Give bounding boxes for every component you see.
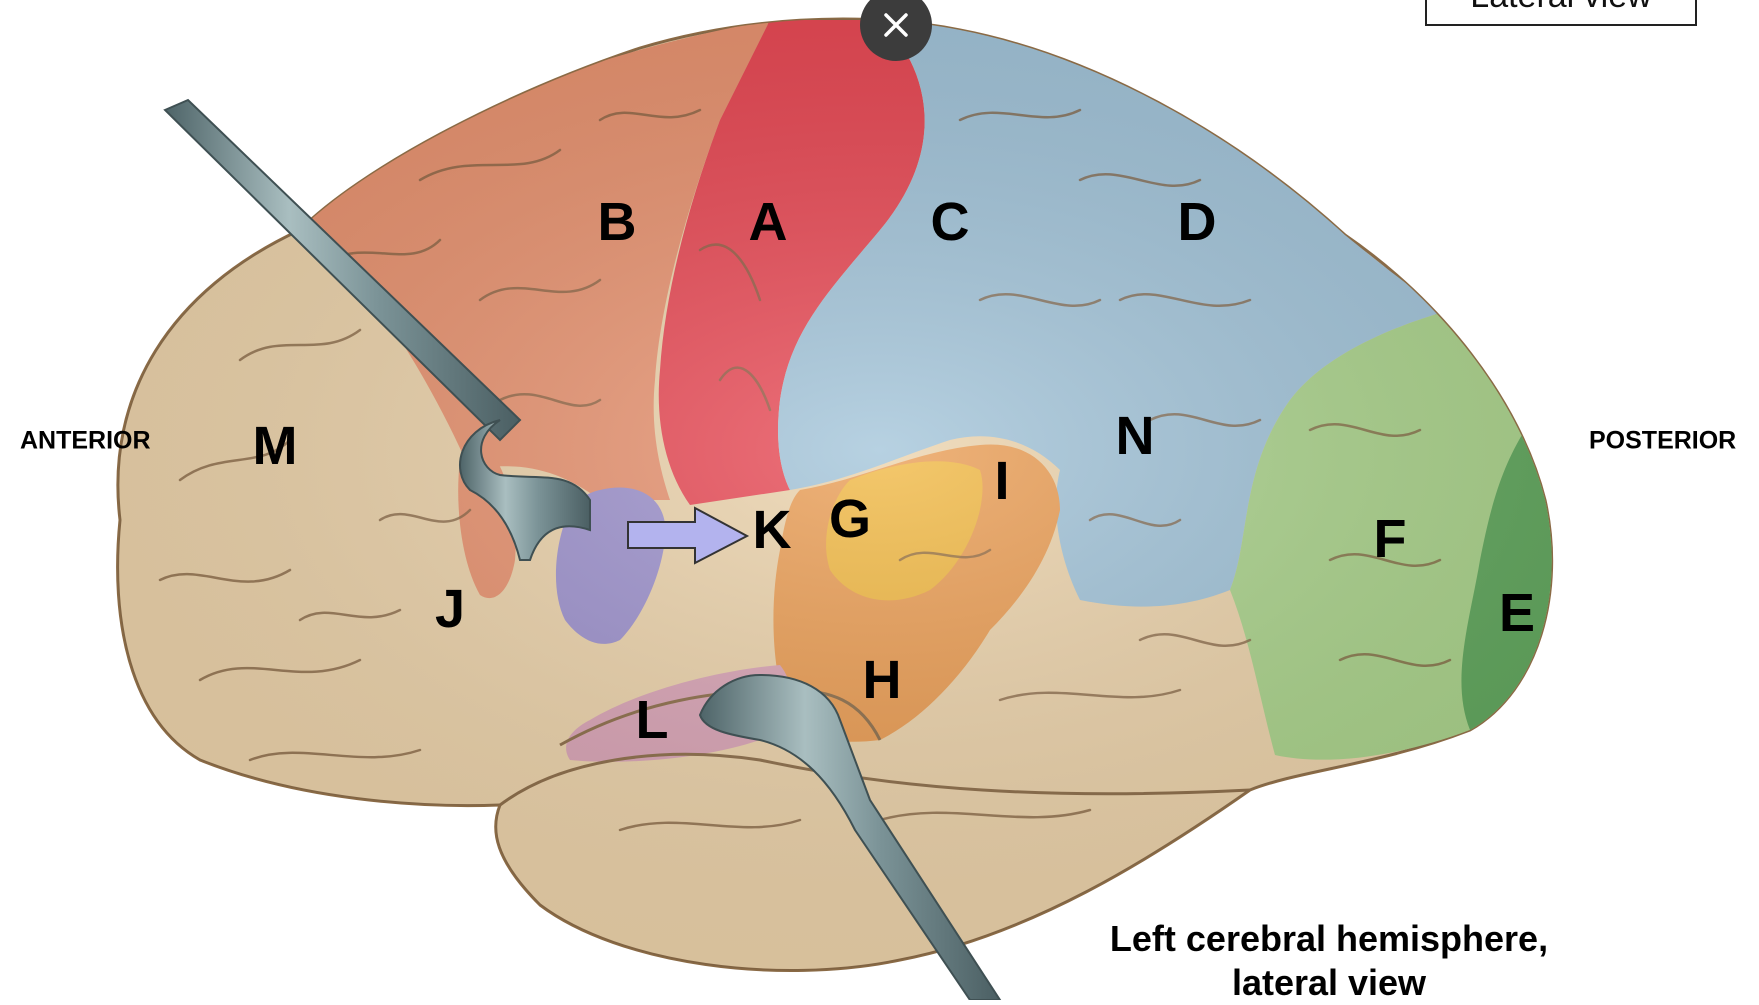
direction-posterior: POSTERIOR (1589, 426, 1737, 455)
lower-retractor (698, 673, 1002, 1001)
caption-line-2: lateral view (1231, 961, 1427, 1003)
view-label-box: Lateral view (1425, 0, 1697, 26)
label-a: A (748, 192, 788, 252)
close-button[interactable] (860, 0, 932, 61)
label-n: N (1115, 406, 1155, 466)
label-k: K (752, 500, 792, 560)
close-icon (884, 13, 908, 37)
label-b: B (597, 192, 637, 252)
label-h: H (862, 650, 902, 710)
label-m: M (252, 416, 298, 476)
label-e: E (1498, 583, 1536, 643)
caption-line-1: Left cerebral hemisphere, (1109, 918, 1549, 959)
arrow-to-k (627, 506, 750, 565)
label-c: C (930, 192, 970, 252)
label-l: L (635, 690, 669, 750)
label-d: D (1177, 192, 1217, 252)
figure-caption: Left cerebral hemisphere, lateral view (1049, 917, 1609, 1005)
label-i: I (994, 451, 1010, 511)
label-j: J (434, 579, 466, 639)
label-g: G (828, 489, 872, 549)
upper-retractor (163, 98, 591, 561)
label-f: F (1373, 509, 1407, 569)
direction-anterior: ANTERIOR (20, 426, 151, 455)
view-label-text: Lateral view (1427, 0, 1695, 16)
